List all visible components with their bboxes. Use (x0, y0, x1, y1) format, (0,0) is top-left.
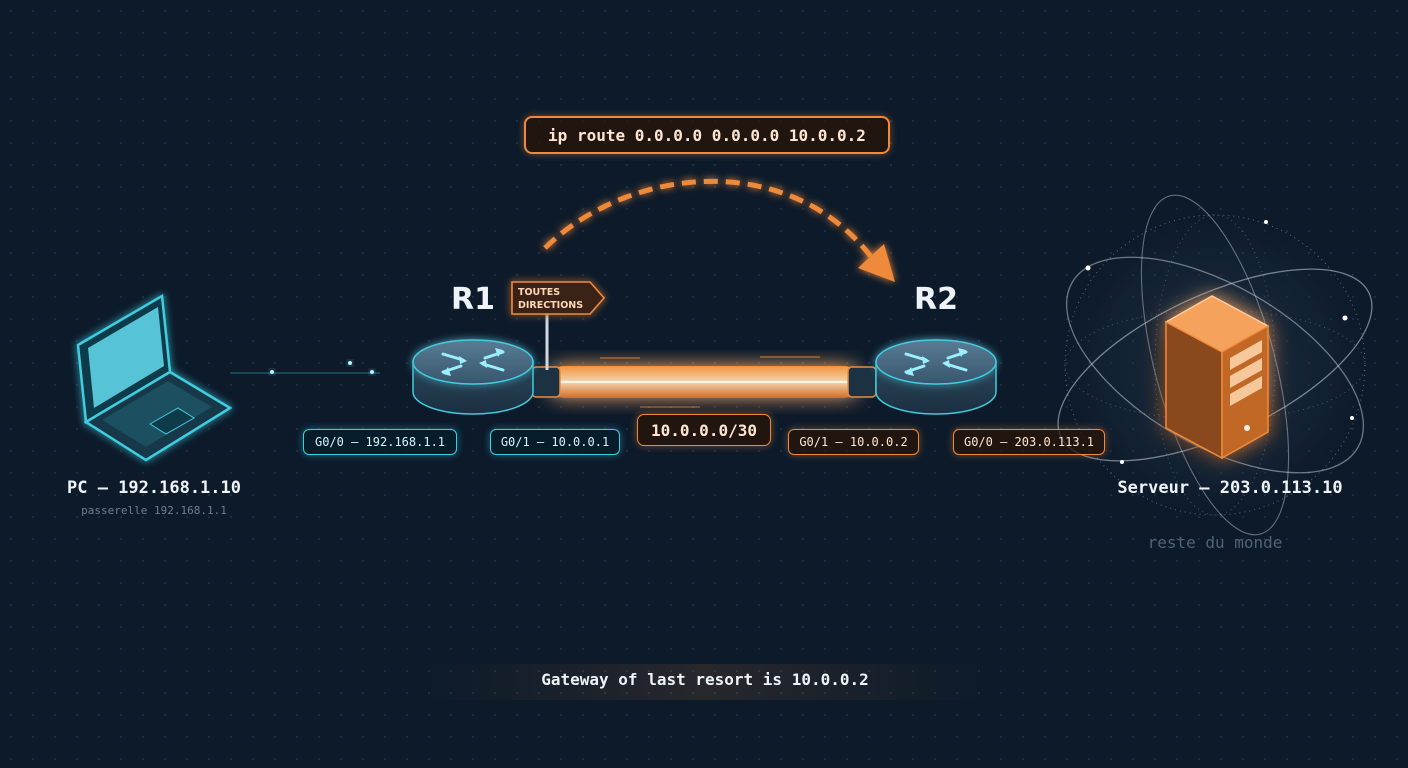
pc-r1-cable (200, 361, 414, 384)
gateway-status: Gateway of last resort is 10.0.0.2 (541, 670, 869, 689)
sign-line2: DIRECTIONS (518, 300, 583, 311)
router-r2-label: R2 (914, 282, 958, 317)
r1-r2-link (531, 356, 877, 408)
server-label: Serveur — 203.0.113.10 (1117, 478, 1343, 498)
r1-g0-interface: G0/0 — 192.168.1.1 (303, 429, 457, 455)
sign-line1: TOUTES (518, 287, 560, 298)
r2-g1-interface: G0/1 — 10.0.0.2 (788, 429, 919, 455)
route-command: ip route 0.0.0.0 0.0.0.0 10.0.0.2 (524, 116, 890, 154)
world-label: reste du monde (1147, 533, 1283, 552)
router-r1-icon[interactable] (412, 339, 534, 415)
router-r1-label: R1 (451, 282, 495, 317)
default-route-arrow (543, 178, 895, 282)
r2-g0-interface: G0/0 — 203.0.113.1 (953, 429, 1105, 455)
pc-label: PC — 192.168.1.10 (67, 478, 241, 498)
signpost-icon: TOUTES DIRECTIONS (511, 281, 606, 370)
router-r2-icon[interactable] (875, 339, 997, 415)
footer-decoration (420, 661, 990, 702)
pc-gateway-note: passerelle 192.168.1.1 (81, 504, 227, 517)
r1-g1-interface: G0/1 — 10.0.0.1 (490, 429, 620, 455)
link-subnet: 10.0.0.0/30 (637, 414, 771, 446)
laptop-icon[interactable] (76, 293, 233, 462)
server-icon[interactable] (1164, 295, 1270, 460)
